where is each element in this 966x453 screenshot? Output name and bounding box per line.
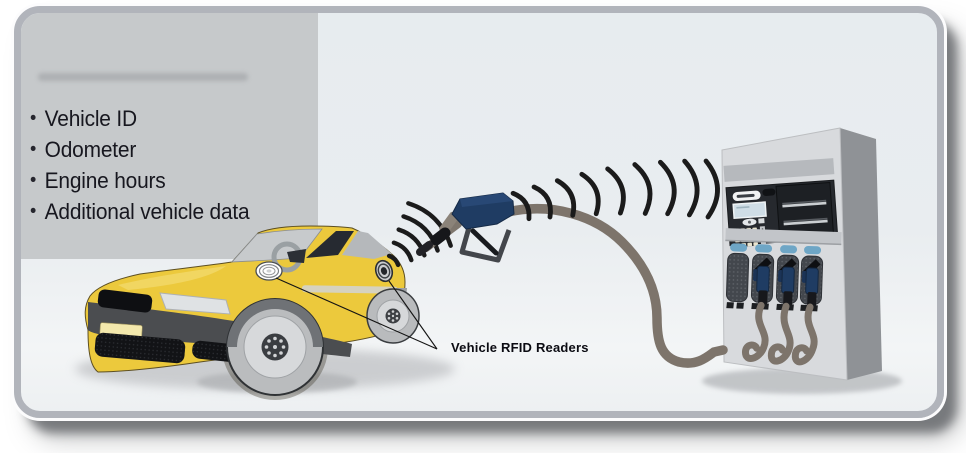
pump-side-face <box>840 128 882 380</box>
pump-printer-slot-shade2 <box>783 217 828 223</box>
pump-card-reader <box>758 218 765 224</box>
nozzle-spout-band <box>430 227 451 246</box>
pump-display-line <box>736 206 750 209</box>
rfid-reader-windshield <box>255 261 283 281</box>
rear-wheel <box>366 288 420 344</box>
nozzle-body-highlight <box>460 193 513 207</box>
nozzle-trigger <box>470 228 499 256</box>
list-item: • Additional vehicle data <box>30 196 250 227</box>
pump-printer-slot-1 <box>782 201 827 208</box>
fuel-nozzle <box>416 192 515 263</box>
nozzle-spout-tip <box>416 241 433 256</box>
list-item: • Odometer <box>30 134 249 165</box>
pump-logo-mark <box>736 193 755 198</box>
headlight <box>159 292 231 315</box>
car <box>84 225 420 400</box>
bullet-text: Engine hours <box>44 167 166 193</box>
bullet-icon: • <box>30 138 37 160</box>
hood-highlight <box>118 266 226 290</box>
rfid-reader-fuel-door <box>374 259 394 283</box>
bullet-text: Additional vehicle data <box>44 198 250 224</box>
pump-hanging-hoses <box>741 301 818 366</box>
pump-oval-button-dot <box>747 220 751 224</box>
side-mirror <box>287 249 306 263</box>
nozzle-guard <box>459 223 512 263</box>
bullet-text: Odometer <box>44 136 137 162</box>
fuel-dispenser <box>721 127 882 381</box>
pump-printer-slot-2 <box>783 219 828 226</box>
rear-quarter-window <box>342 231 392 259</box>
pump-printer-slot-shade <box>782 199 827 205</box>
vehicle-data-list: • Vehicle ID • Odometer • Engine hours • Add… <box>30 103 250 227</box>
pump-mid-band-edge <box>725 239 842 246</box>
info-panel <box>21 13 318 259</box>
holstered-nozzle <box>753 257 772 307</box>
signal-arcs-to-pump <box>510 158 720 222</box>
holstered-nozzles <box>753 257 821 309</box>
pump-logo-oval <box>762 188 776 196</box>
bullet-icon: • <box>30 107 37 129</box>
pump-blue-caps <box>730 243 822 255</box>
rfid-readers-callout-label: Vehicle RFID Readers <box>451 340 589 355</box>
bumper-intake-left <box>94 332 186 364</box>
pump-top-band <box>723 158 835 182</box>
list-item: • Engine hours <box>30 165 249 196</box>
signal-arcs-to-car <box>386 201 453 268</box>
pump-lower-section <box>725 228 842 366</box>
bullet-icon: • <box>30 200 37 222</box>
grille <box>97 289 153 313</box>
callout-leader-lines <box>275 277 438 350</box>
faded-text-smudge <box>38 73 248 81</box>
front-wheel <box>226 298 324 396</box>
bullet-text: Vehicle ID <box>44 105 137 131</box>
fuel-hose <box>503 204 728 368</box>
pump-display <box>732 201 767 220</box>
door-window <box>306 231 354 258</box>
bullet-icon: • <box>30 169 37 191</box>
side-molding <box>301 285 398 294</box>
list-item: • Vehicle ID <box>30 103 249 134</box>
